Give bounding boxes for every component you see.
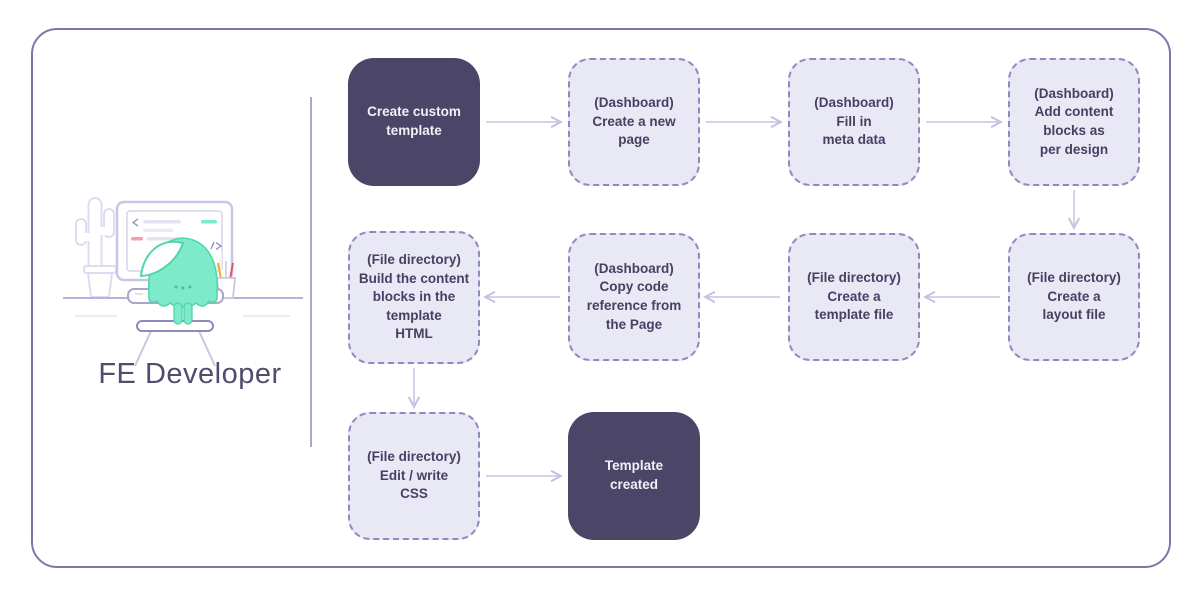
flow-node-create-custom-template: Create custom template xyxy=(348,58,480,186)
flow-node-add-content-blocks: (Dashboard) Add content blocks as per de… xyxy=(1008,58,1140,186)
flow-node-copy-code-reference: (Dashboard) Copy code reference from the… xyxy=(568,233,700,361)
leaf-icon xyxy=(139,240,185,278)
flow-node-create-new-page: (Dashboard) Create a new page xyxy=(568,58,700,186)
stool-icon xyxy=(134,320,216,367)
flow-node-build-content-blocks: (File directory) Build the content block… xyxy=(348,231,480,364)
mascot-icon xyxy=(139,237,218,325)
flow-node-fill-in-meta-data: (Dashboard) Fill in meta data xyxy=(788,58,920,186)
flow-node-edit-write-css: (File directory) Edit / write CSS xyxy=(348,412,480,540)
flow-node-create-layout-file: (File directory) Create a layout file xyxy=(1008,233,1140,361)
persona-label: FE Developer xyxy=(98,358,282,390)
vertical-divider xyxy=(310,97,312,447)
cactus-icon xyxy=(75,197,117,298)
code-lines xyxy=(131,218,223,251)
flow-node-template-created: Template created xyxy=(568,412,700,540)
developer-at-desk-illustration xyxy=(63,197,303,367)
flow-node-create-template-file: (File directory) Create a template file xyxy=(788,233,920,361)
